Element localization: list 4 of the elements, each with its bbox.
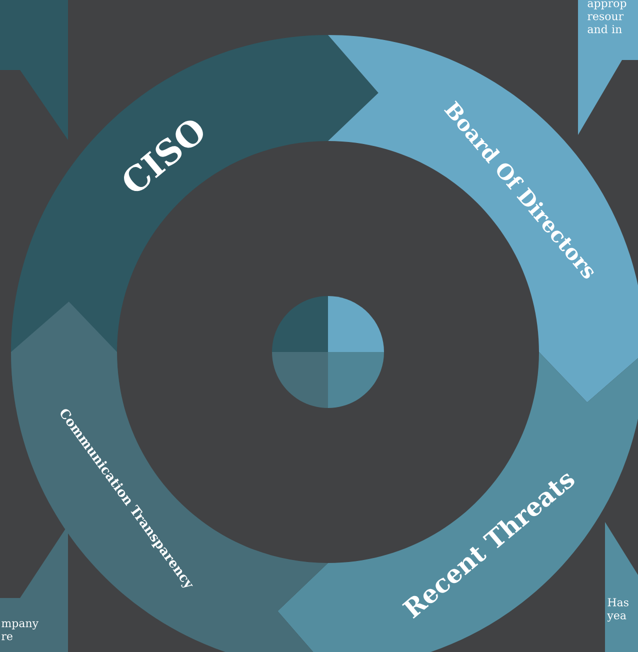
callout-box: Has yea	[605, 522, 638, 652]
callout-box	[0, 0, 68, 140]
callout-box: approp resour and in	[578, 0, 638, 135]
callout-box: mpany re	[0, 525, 68, 652]
